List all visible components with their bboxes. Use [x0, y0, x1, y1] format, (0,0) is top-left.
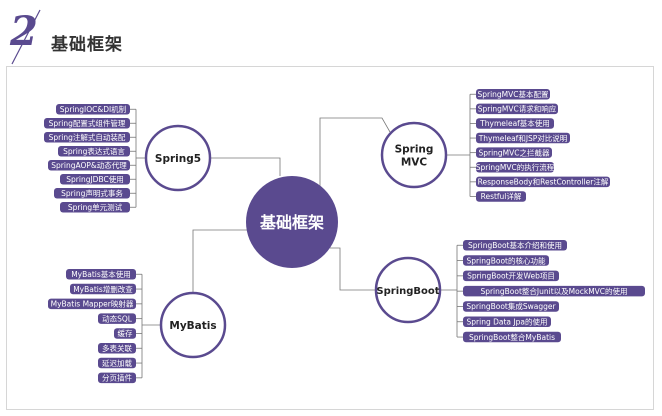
topic-pill — [114, 328, 136, 339]
topic-pill — [476, 103, 558, 115]
topic-pill — [463, 285, 645, 297]
topic-pill-label: 延迟加载 — [102, 358, 132, 368]
section-number: 2 — [10, 8, 38, 55]
branch-node-label: MyBatis — [169, 320, 216, 332]
branch-mybatis: MyBatis基本使用 MyBatis增删改查 MyBatis Mapper映射器动… — [48, 269, 227, 384]
branch-springboot: SpringBoot基本介绍和使用 SpringBoot的核心功能 SpringBo… — [374, 240, 645, 343]
topic-pill — [476, 147, 552, 158]
topic-pill-label: Spring配置式组件管理 — [49, 118, 126, 128]
topic-pill-label: Thymeleaf和JSP对比说明 — [478, 133, 568, 143]
topic-pill-label: Restful详解 — [481, 191, 522, 201]
slash-decoration-icon — [11, 9, 41, 65]
center-node-circle — [246, 176, 338, 268]
topic-pill — [44, 118, 130, 129]
topic-pill-label: Thymeleaf基本使用 — [479, 118, 550, 128]
topic-pill-label: 缓存 — [118, 328, 133, 338]
branch-springmvc: SpringMVC基本配置 SpringMVC请求和响应 Thymeleaf基本使用… — [380, 89, 610, 202]
topic-pill — [48, 298, 136, 310]
connector-springboot — [330, 247, 376, 291]
topic-pill — [58, 146, 130, 157]
topic-pill — [44, 132, 130, 143]
topic-pill-label: 分页插件 — [102, 373, 132, 383]
topic-pill — [98, 372, 136, 384]
topic-pill-label: SpringBoot的核心功能 — [467, 255, 546, 265]
topic-pill — [476, 132, 570, 144]
topic-pill — [463, 331, 561, 343]
topic-pill-label: 动态SQL — [102, 313, 133, 323]
section-header: 2 基础框架 — [0, 0, 662, 66]
branch-spring5: SpringIOC&DI机制 Spring配置式组件管理 Spring注解式自动装配… — [44, 104, 212, 213]
center-node-label: 基础框架 — [259, 213, 324, 232]
topic-pill-label: SpringIOC&DI机制 — [60, 104, 126, 114]
topic-pill — [60, 174, 130, 185]
topic-pill — [98, 343, 136, 354]
branch-node-circle — [144, 124, 212, 192]
topic-pill-label: Spring表达式语言 — [63, 146, 125, 156]
topic-pill — [98, 357, 136, 369]
topic-pill-label: SpringAOP&动态代理 — [51, 160, 127, 170]
topic-pill-label: SpringMVC请求和响应 — [478, 104, 557, 114]
topic-pill — [66, 269, 136, 280]
topic-pill-label: Spring注解式自动装配 — [49, 132, 126, 142]
branch-node-circle — [380, 121, 448, 189]
topic-pill-label: SpringBoot整合MyBatis — [469, 332, 555, 342]
branch-node-circle — [159, 291, 227, 359]
topic-pill-label: SpringMVC之拦截器 — [478, 147, 550, 157]
topic-pill — [476, 162, 554, 173]
topic-pill — [476, 89, 550, 100]
topic-pill — [54, 188, 130, 199]
topic-pill — [476, 118, 554, 129]
topic-pill — [476, 176, 610, 188]
topic-pill — [463, 270, 559, 282]
branch-node-label: Spring — [395, 144, 434, 156]
topic-pill-label: MyBatis增删改查 — [73, 284, 133, 294]
topic-pill — [463, 301, 559, 312]
topic-pill — [70, 283, 136, 295]
topic-pill-label: SpringBoot集成Swagger — [466, 301, 556, 311]
topic-pill-label: MyBatis基本使用 — [71, 269, 131, 279]
topic-pill-label: MyBatis Mapper映射器 — [51, 299, 134, 309]
connector-spring5 — [210, 157, 281, 176]
topic-pill-label: SpringMVC基本配置 — [477, 89, 549, 99]
branch-node-label: SpringBoot — [376, 286, 439, 297]
center-node: 基础框架 — [246, 176, 338, 268]
topic-pill — [60, 202, 130, 213]
topic-pill-label: 多表关联 — [102, 343, 132, 353]
topic-pill-label: SpringBoot基本介绍和使用 — [468, 240, 562, 250]
branch-node-label: Spring5 — [155, 153, 201, 165]
topic-pill-label: Spring Data Jpa的使用 — [467, 316, 548, 326]
topic-pill — [463, 316, 551, 327]
topic-pill — [476, 191, 526, 202]
connector-springmvc — [319, 117, 391, 190]
topic-pill-label: Spring单元测试 — [68, 202, 123, 212]
branch-node-label: MVC — [401, 157, 428, 169]
topic-pill-label: SpringMVC的执行流程 — [476, 162, 555, 172]
topic-pill-label: ResponseBody和RestController注解 — [478, 177, 609, 187]
section-title: 基础框架 — [51, 35, 123, 55]
topic-pill — [463, 240, 567, 251]
topic-pill-label: Spring声明式事务 — [61, 188, 123, 198]
topic-pill — [98, 313, 136, 324]
branch-node-circle — [374, 256, 442, 324]
topic-pill — [463, 255, 549, 266]
topic-pill-label: SpringBoot开发Web项目 — [467, 271, 555, 281]
topic-pill — [56, 104, 130, 115]
topic-pill-label: SpringJDBC使用 — [66, 174, 123, 184]
topic-pill — [48, 160, 130, 171]
topic-pill-label: SpringBoot整合Junit以及MockMVC的使用 — [480, 286, 627, 296]
